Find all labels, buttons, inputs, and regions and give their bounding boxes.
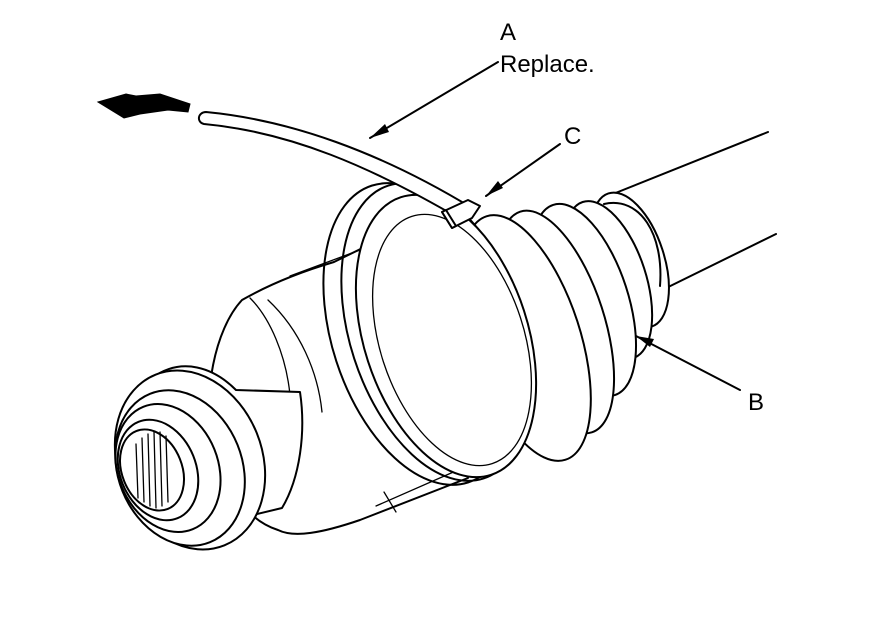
stub-end: [113, 365, 304, 551]
callout-a-note: Replace.: [500, 51, 595, 78]
callout-c-letter: C: [564, 123, 581, 150]
callout-a: A Replace.: [500, 19, 595, 78]
axle-shaft: [607, 131, 777, 296]
leader-lines: [369, 61, 741, 391]
callout-b-letter: B: [748, 389, 764, 416]
band-tail: [198, 111, 473, 221]
callout-a-letter: A: [500, 19, 516, 46]
band-clamp-loop: [322, 182, 538, 486]
band-buckle: [441, 199, 481, 229]
pull-direction-arrow-icon: [96, 93, 191, 119]
